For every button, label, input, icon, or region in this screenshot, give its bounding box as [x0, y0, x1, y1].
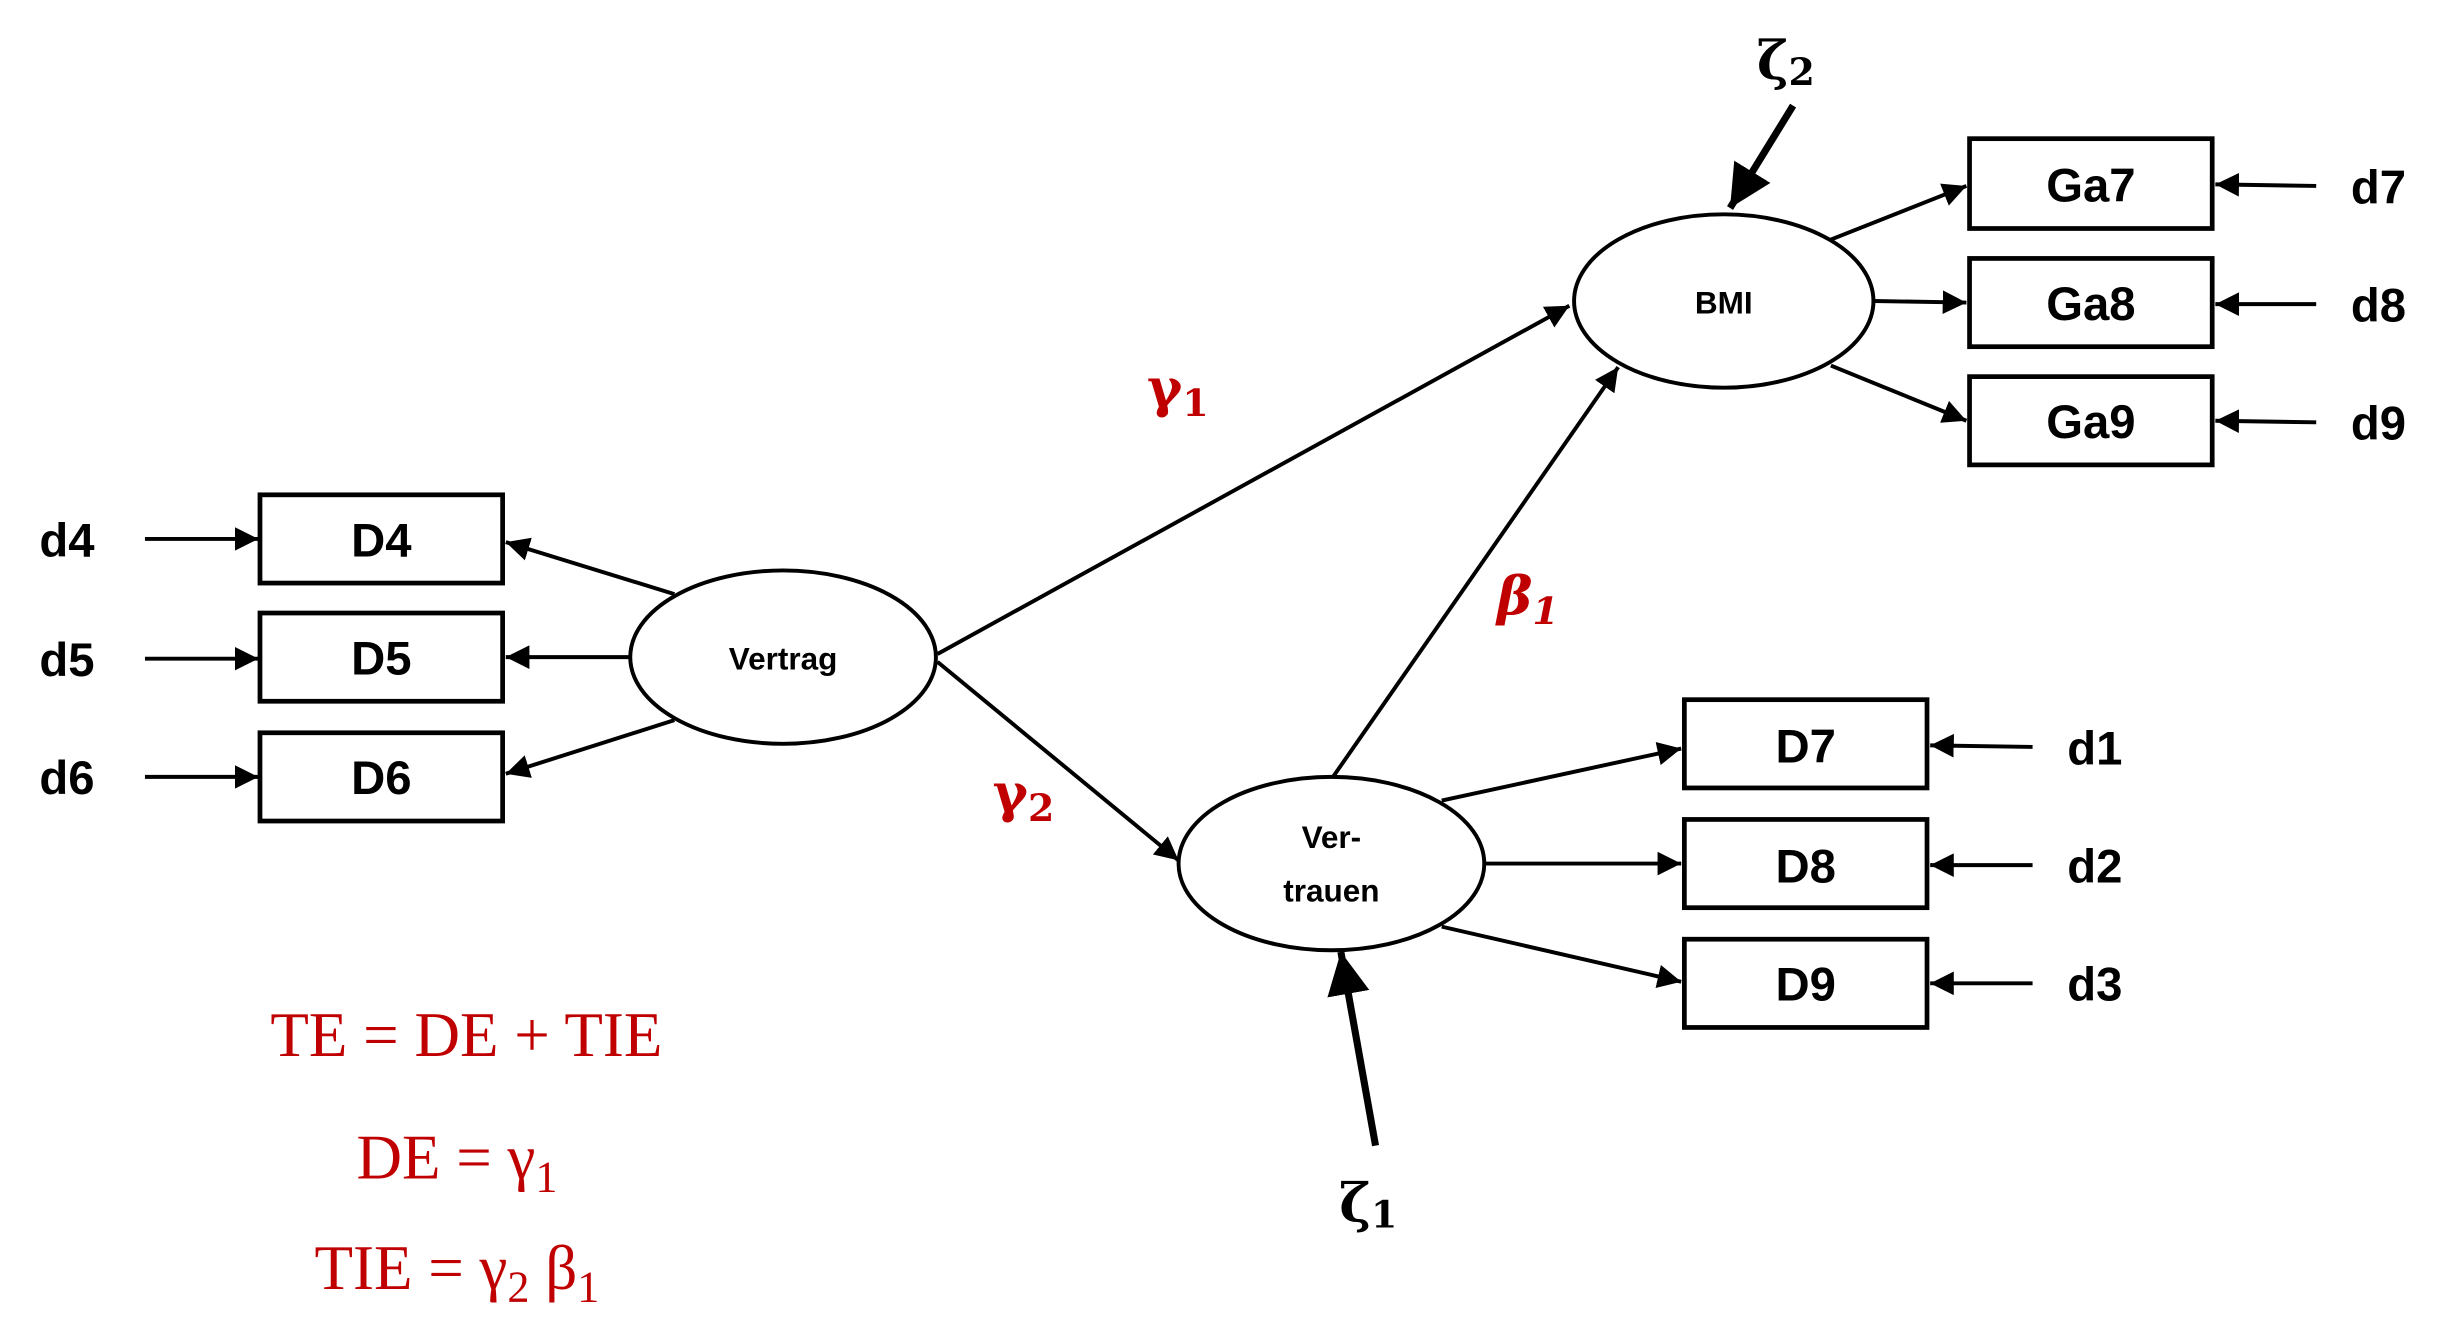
error-label: d7 [2351, 161, 2406, 214]
indicator-box-d9 [1681, 936, 1930, 1030]
error-label: d5 [39, 634, 94, 687]
vertrauen-measurement: D7 D8 D9 d1 d2 d3 Ver- trauen [1176, 697, 2122, 1030]
error-label: d2 [2067, 840, 2122, 893]
indicator-label: Ga7 [2046, 160, 2135, 213]
zeta2-arrow [1727, 103, 1797, 210]
error-label: d4 [39, 514, 95, 567]
gamma2-label: γ2 [993, 762, 1055, 830]
zeta1-label: ζ1 [1339, 1171, 1397, 1236]
indicator-label: D9 [1775, 959, 1835, 1012]
indicator-label: Ga9 [2046, 396, 2135, 449]
indicator-box-d7 [1681, 697, 1930, 791]
zeta2-label: ζ2 [1757, 29, 1815, 94]
indicator-box-d5 [257, 610, 505, 704]
indicator-box-d8 [1681, 817, 1930, 911]
path-coefficients: γ1 γ2 β1 [993, 357, 1559, 830]
indicator-label: D4 [351, 514, 412, 567]
latent-vertrauen [1176, 774, 1487, 953]
error-label: d8 [2351, 279, 2406, 332]
indicator-box-ga7 [1967, 136, 2215, 231]
effect-formulas: TE = DE + TIE DE = γ1 TIE = γ2 β1 [270, 1000, 662, 1312]
gamma1-label: γ1 [1147, 357, 1209, 425]
latent-bmi [1572, 212, 1876, 390]
path-gamma2 [936, 660, 1180, 862]
indicator-label: D6 [351, 752, 411, 805]
latent-vertrag [628, 568, 938, 746]
indicator-label: D8 [1775, 840, 1835, 893]
bmi-measurement: Ga7 Ga8 Ga9 d7 d8 d9 BMI [1572, 136, 2406, 468]
vertrag-measurement: D4 D5 D6 d4 d5 d6 Vertrag [39, 492, 938, 824]
indicator-box-ga8 [1967, 256, 2215, 350]
formula-indirect-effect: TIE = γ2 β1 [315, 1233, 600, 1312]
error-label: d6 [39, 752, 94, 805]
disturbances: ζ2 ζ1 [1327, 29, 1815, 1237]
path-gamma1 [936, 303, 1571, 656]
indicator-box-ga9 [1967, 374, 2215, 468]
zeta1-arrow [1327, 951, 1380, 1147]
formula-direct-effect: DE = γ1 [356, 1123, 557, 1202]
formula-total-effect: TE = DE + TIE [270, 1000, 662, 1070]
structural-paths [936, 303, 1620, 862]
indicator-box-d4 [257, 492, 505, 586]
latent-label-vertrauen-2: trauen [1283, 872, 1379, 908]
error-label: d3 [2067, 959, 2122, 1012]
path-beta1 [1331, 366, 1620, 779]
indicator-label: D7 [1775, 721, 1835, 774]
latent-label-vertrag: Vertrag [729, 641, 838, 677]
latent-label-bmi: BMI [1695, 285, 1753, 321]
error-label: d1 [2067, 722, 2122, 775]
indicator-box-d6 [257, 730, 505, 824]
indicator-label: D5 [351, 632, 411, 685]
error-label: d9 [2351, 398, 2406, 451]
latent-label-vertrauen-1: Ver- [1302, 819, 1362, 855]
beta1-label: β1 [1495, 565, 1559, 633]
indicator-label: Ga8 [2046, 278, 2135, 331]
